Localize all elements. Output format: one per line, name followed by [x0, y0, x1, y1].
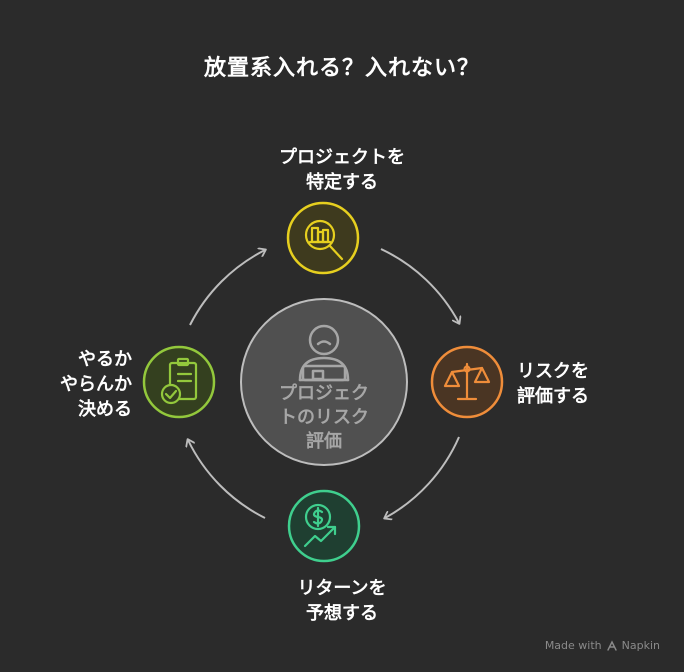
arrow-right-to-bottom: [385, 436, 460, 518]
step-predict-circle: [287, 489, 361, 563]
clipboard-check-icon: [160, 357, 198, 405]
napkin-brand: Napkin: [621, 639, 660, 652]
arrow-top-to-right: [380, 248, 459, 323]
balance-scale-icon: [443, 362, 491, 401]
napkin-logo-icon: [606, 639, 617, 651]
magnifier-building-icon: [304, 219, 344, 261]
step-decide-label: やるか やらんか 決める: [60, 349, 132, 420]
step-evaluate-label: リスクを 評価する: [517, 361, 589, 407]
arrow-left-to-top: [189, 250, 265, 326]
step-identify-label: プロジェクトを 特定する: [279, 147, 405, 193]
person-at-desk-icon: [298, 324, 350, 382]
dollar-growth-icon: [303, 503, 337, 548]
step-predict-label: リターンを 予想する: [297, 578, 387, 624]
center-circle: [240, 298, 408, 466]
arrow-bottom-to-left: [188, 440, 266, 519]
made-with-badge: Made with Napkin: [545, 639, 660, 652]
made-with-text: Made with: [544, 639, 602, 652]
page-title: 放置系入れる？入れない？: [203, 56, 480, 81]
center-label: プロジェク トのリスク 評価: [279, 383, 369, 452]
